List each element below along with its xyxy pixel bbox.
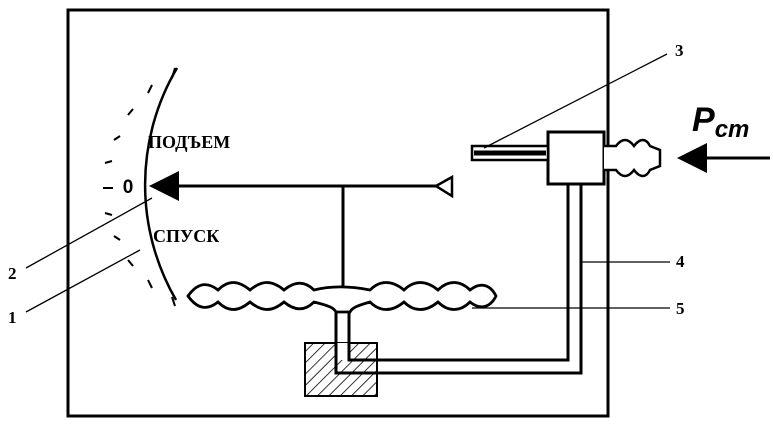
label-climb: ПОДЪЕМ	[148, 132, 230, 152]
callout-3: 3	[675, 41, 684, 60]
static-pressure-main: P	[692, 101, 715, 139]
pointer-tail	[433, 174, 454, 199]
scale-ticks	[103, 67, 176, 307]
instrument-case	[66, 8, 610, 418]
static-pressure-label: Pст	[692, 101, 749, 143]
callout-5: 5	[676, 299, 685, 318]
callout-leaders	[25, 53, 670, 313]
tube-gap-mask	[337, 343, 348, 360]
label-descent: СПУСК	[153, 226, 219, 246]
scale-arc	[143, 67, 179, 301]
callout-1: 1	[8, 308, 17, 327]
inlet-nipple	[604, 138, 662, 178]
static-pressure-sub: ст	[715, 116, 750, 143]
callout-2: 2	[8, 264, 17, 283]
fitting-housing	[546, 130, 606, 186]
diaphragm-capsule	[186, 281, 498, 314]
scale-zero-label: 0	[123, 177, 134, 198]
callout-4: 4	[676, 252, 685, 271]
